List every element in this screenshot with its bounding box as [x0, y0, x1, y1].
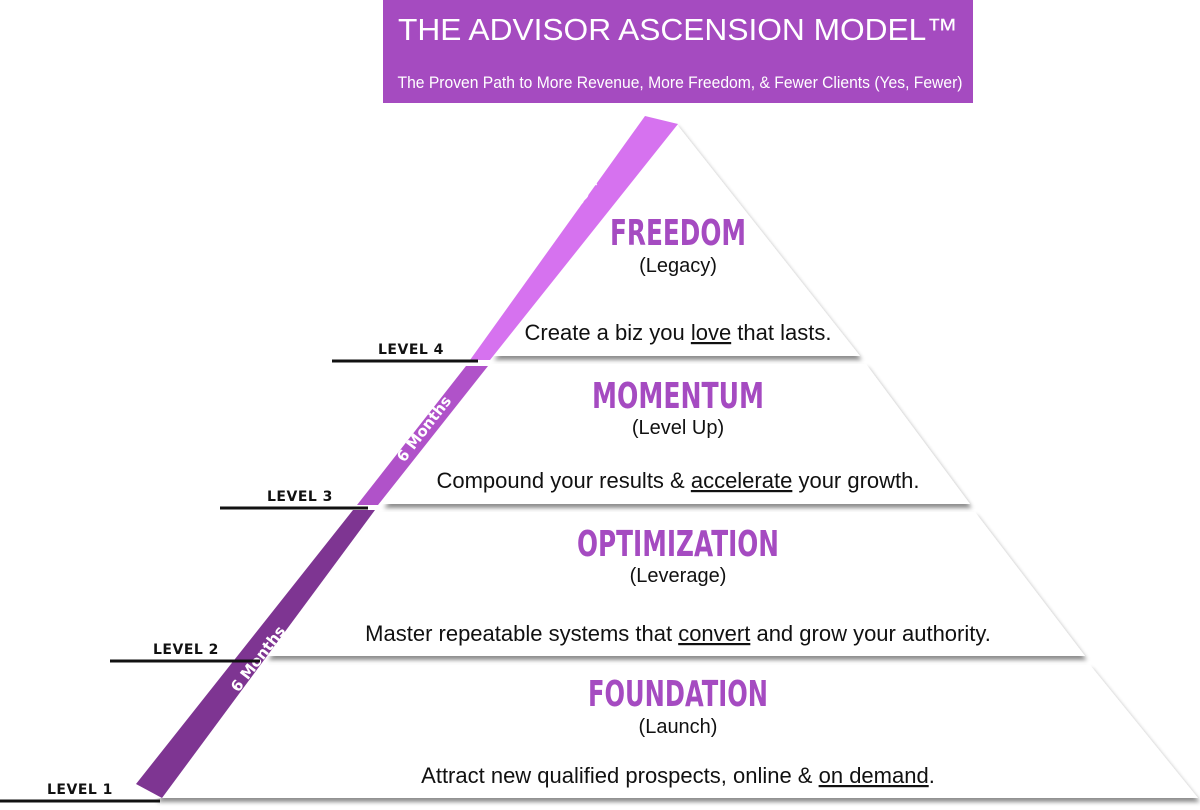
- tier-band-foundation: [155, 665, 1198, 798]
- tier-title: FREEDOM: [610, 213, 746, 254]
- tier-freedom: FREEDOM (Legacy) Create a biz you love t…: [525, 213, 832, 345]
- tier-description: Attract new qualified prospects, online …: [421, 763, 935, 788]
- tier-title: MOMENTUM: [592, 376, 764, 417]
- ribbon-segment-bottom: [136, 510, 375, 798]
- level-marker-4: LEVEL 4: [332, 342, 478, 363]
- tier-tag: (Level Up): [632, 417, 724, 439]
- tier-title: FOUNDATION: [588, 674, 768, 715]
- level-label: LEVEL 4: [378, 342, 444, 358]
- tier-tag: (Legacy): [639, 255, 717, 277]
- level-label: LEVEL 1: [47, 782, 113, 798]
- level-label: LEVEL 2: [153, 642, 219, 658]
- tier-optimization: OPTIMIZATION (Leverage) Master repeatabl…: [365, 524, 991, 646]
- tier-foundation: FOUNDATION (Launch) Attract new qualifie…: [421, 674, 935, 788]
- diagram-subtitle: The Proven Path to More Revenue, More Fr…: [398, 73, 963, 92]
- level-label: LEVEL 3: [267, 489, 333, 505]
- ribbon-segment-top: [470, 116, 678, 360]
- tier-description: Master repeatable systems that convert a…: [365, 621, 991, 646]
- tier-title: OPTIMIZATION: [577, 524, 779, 565]
- tier-tag: (Leverage): [630, 565, 727, 587]
- tier-band-optimization: [266, 512, 1085, 656]
- diagram-title: THE ADVISOR ASCENSION MODEL™: [398, 12, 958, 47]
- level-marker-3: LEVEL 3: [220, 489, 368, 510]
- tier-description: Compound your results & accelerate your …: [436, 468, 919, 493]
- title-banner: THE ADVISOR ASCENSION MODEL™ The Proven …: [383, 0, 973, 103]
- tier-description: Create a biz you love that lasts.: [525, 320, 832, 345]
- level-marker-2: LEVEL 2: [110, 642, 260, 663]
- tier-band-freedom: [492, 122, 860, 356]
- tier-momentum: MOMENTUM (Level Up) Compound your result…: [436, 376, 919, 493]
- tier-tag: (Launch): [639, 716, 718, 738]
- level-marker-1: LEVEL 1: [0, 782, 160, 803]
- ribbon-segment-middle: [357, 366, 488, 505]
- tier-band-momentum: [382, 364, 970, 504]
